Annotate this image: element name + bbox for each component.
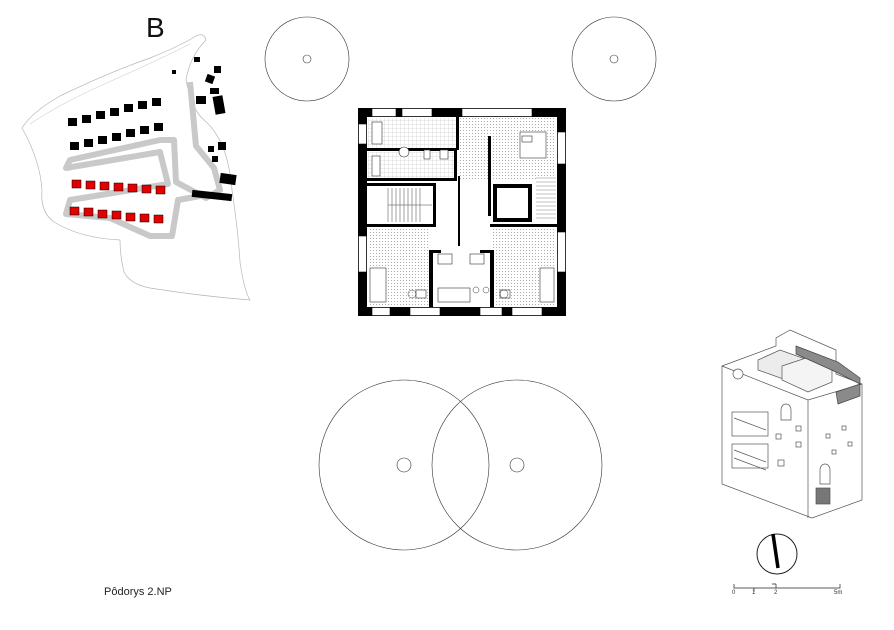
site-plan [21,34,251,301]
site-plan-label: B [146,12,165,43]
access-road [63,81,223,239]
floor-plan-caption: Pôdorys 2.NP [104,586,172,598]
scale-label-2: 2 [774,590,778,596]
proposed-houses-highlighted [69,179,166,224]
north-arrow [756,533,798,575]
floor-plan-2np [358,108,566,316]
scale-label-5m: 5m [834,590,843,596]
scale-bar [733,583,841,592]
scale-label-0: 0 [732,590,736,596]
existing-buildings-east [172,57,237,202]
bathroom-1 [368,118,456,148]
bathroom-2 [368,152,454,178]
wardrobe-block [536,176,556,220]
scale-label-1: 1 [752,590,756,596]
axonometric-view [721,329,863,519]
tree-canopies [264,16,657,551]
existing-houses-row-2 [70,123,163,150]
existing-houses-row-1 [68,98,161,126]
terrain-outline [21,34,251,301]
